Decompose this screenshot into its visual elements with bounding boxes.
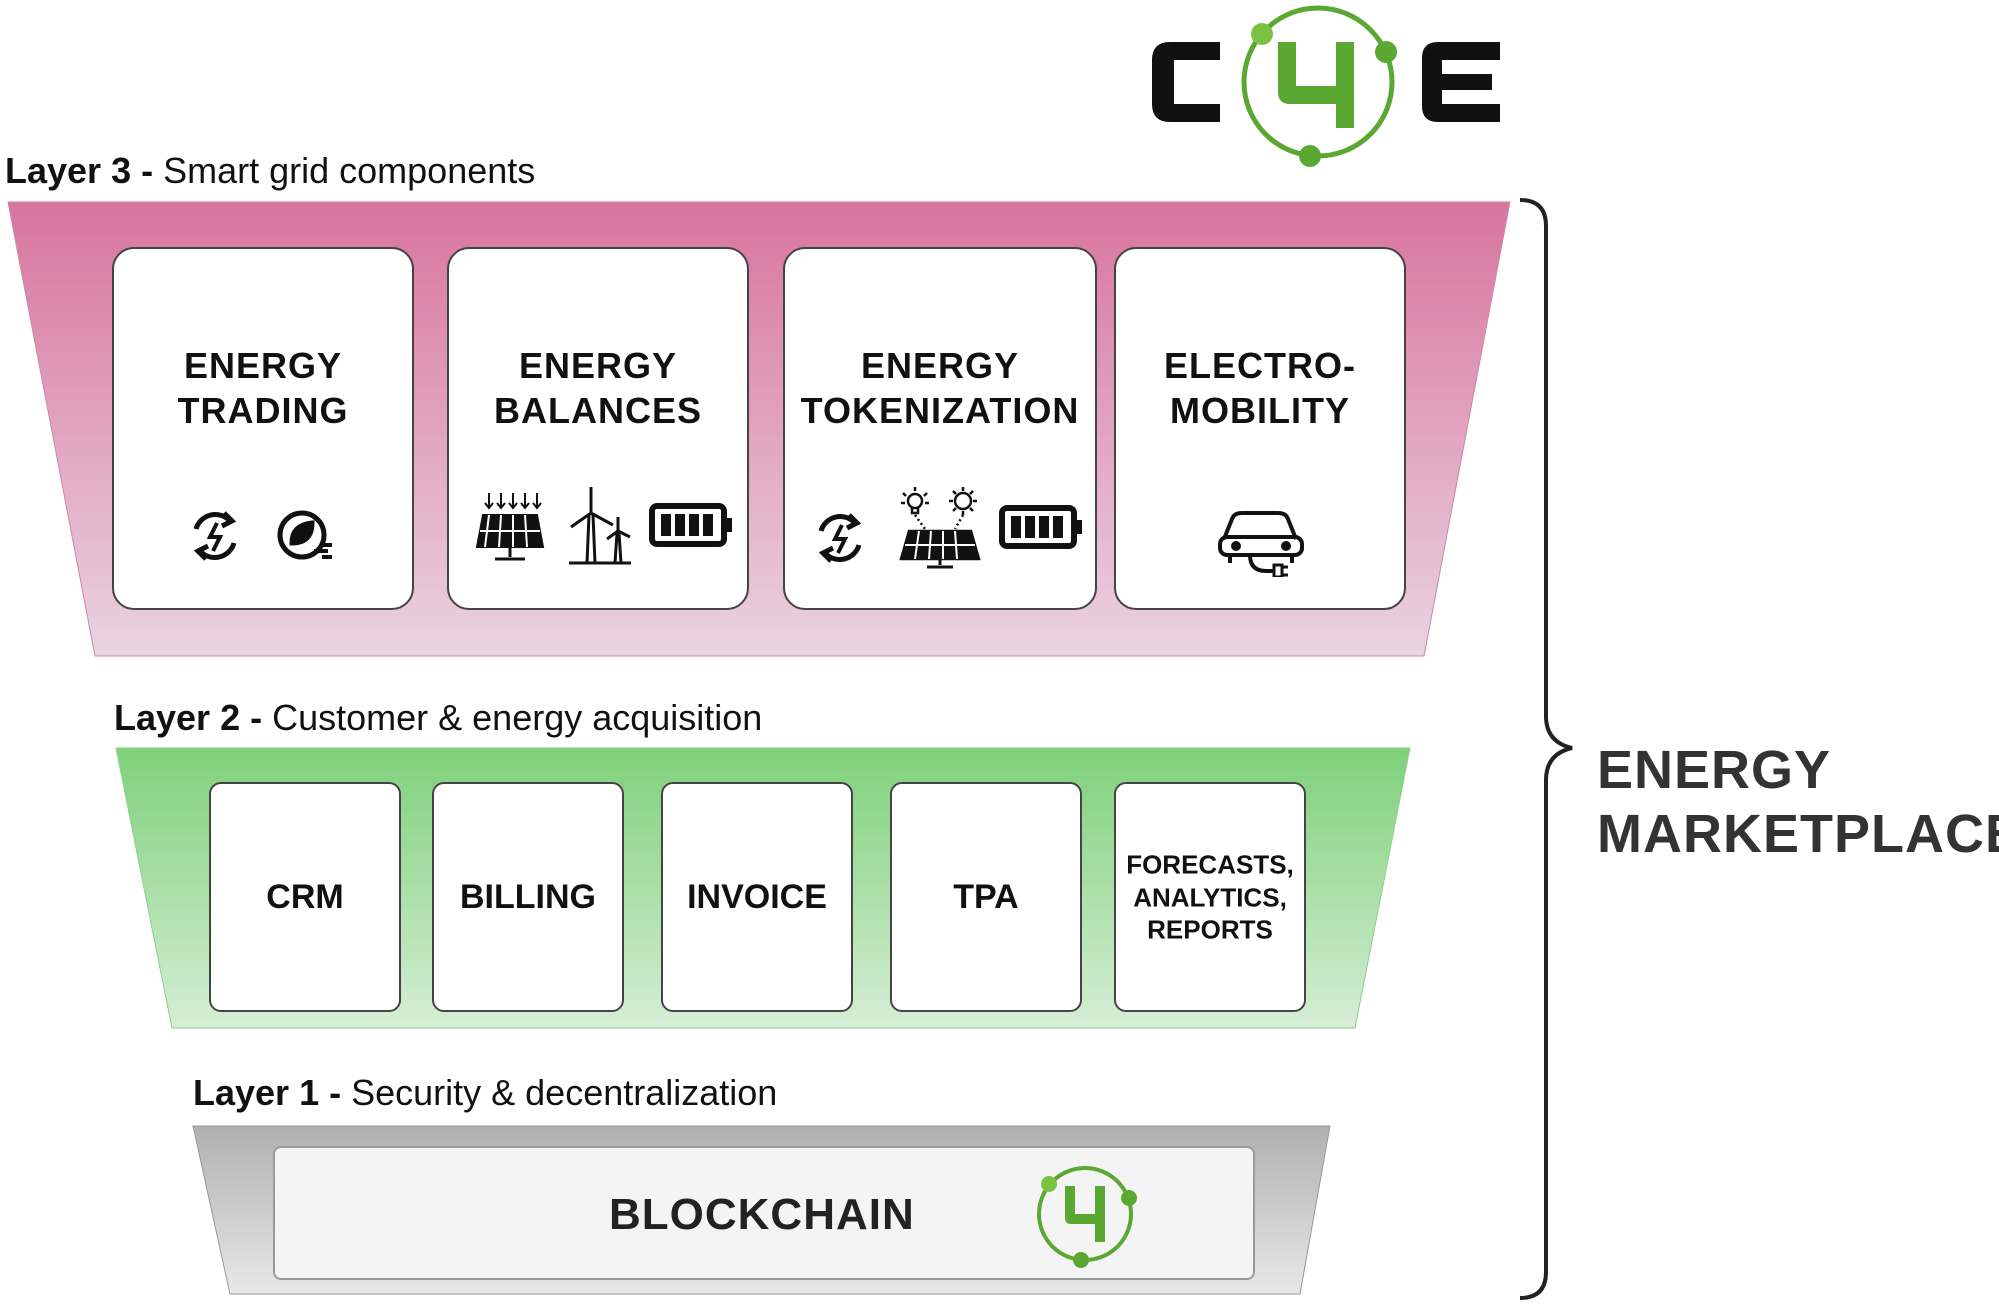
layer1-label: Layer 1 -: [193, 1072, 342, 1113]
card-billing-title: BILLING: [460, 877, 596, 916]
layer2-label: Layer 2 -: [114, 697, 263, 738]
energy-cycle-icon: [186, 507, 244, 565]
battery-icon: [999, 505, 1083, 549]
card-energy-tokenization-title: ENERGY TOKENIZATION: [800, 345, 1080, 431]
eco-plug-icon: [274, 505, 336, 567]
card-invoice-title: INVOICE: [687, 877, 827, 916]
electric-car-icon: [1216, 501, 1306, 577]
card-forecasts-title: FORECASTS, ANALYTICS, REPORTS: [1126, 849, 1294, 945]
card-tpa: TPA: [890, 782, 1082, 1012]
energy-marketplace-label: ENERGY MARKETPLACE: [1597, 740, 1999, 864]
card-invoice: INVOICE: [661, 782, 853, 1012]
solar-bulb-icon: [895, 485, 985, 569]
layer3-description: Smart grid components: [163, 150, 536, 191]
card-energy-trading-title: ENERGY TRADING: [177, 345, 349, 431]
wind-turbine-icon: [567, 485, 633, 565]
card-electro-mobility: ELECTRO- MOBILITY: [1114, 247, 1406, 610]
layer2-heading: Layer 2 - Customer & energy acquisition: [114, 697, 762, 739]
card-electro-mobility-title: ELECTRO- MOBILITY: [1164, 345, 1356, 431]
layer2-description: Customer & energy acquisition: [272, 697, 763, 738]
c4-logo-icon: [1033, 1162, 1143, 1268]
layer3-heading: Layer 3 - Smart grid components: [5, 150, 535, 192]
card-blockchain-title: BLOCKCHAIN: [609, 1190, 915, 1239]
card-crm: CRM: [209, 782, 401, 1012]
layer3-label: Layer 3 -: [5, 150, 154, 191]
card-energy-tokenization: ENERGY TOKENIZATION: [783, 247, 1097, 610]
marketplace-brace: [1519, 198, 1573, 1300]
layer1-description: Security & decentralization: [351, 1072, 778, 1113]
card-energy-balances: ENERGY BALANCES: [447, 247, 749, 610]
card-energy-balances-title: ENERGY BALANCES: [493, 345, 702, 431]
card-crm-title: CRM: [266, 877, 344, 916]
c4e-logo: [1140, 0, 1510, 170]
battery-icon: [649, 503, 733, 547]
layer1-heading: Layer 1 - Security & decentralization: [193, 1072, 777, 1114]
card-tpa-title: TPA: [953, 877, 1019, 916]
card-forecasts-analytics-reports: FORECASTS, ANALYTICS, REPORTS: [1114, 782, 1306, 1012]
energy-cycle-icon: [811, 509, 869, 567]
solar-panel-icon: [475, 489, 545, 563]
card-energy-trading: ENERGY TRADING: [112, 247, 414, 610]
card-blockchain: BLOCKCHAIN: [273, 1146, 1255, 1280]
card-billing: BILLING: [432, 782, 624, 1012]
